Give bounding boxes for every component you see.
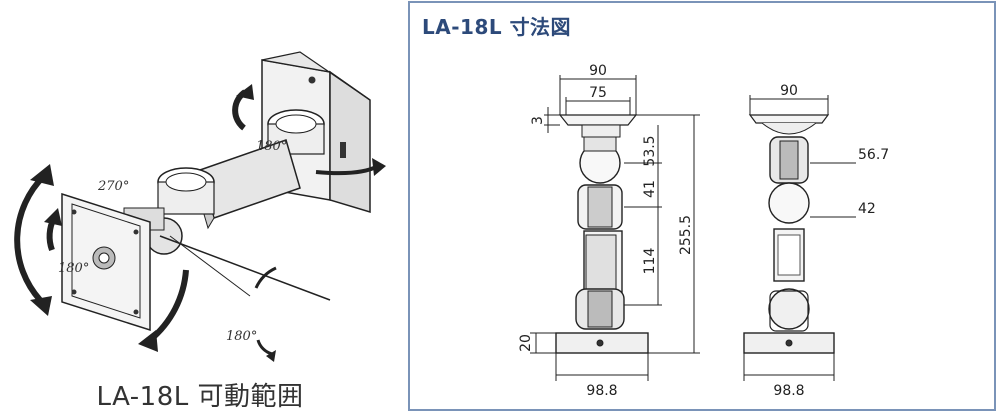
dim-side-base-width: 98.8 xyxy=(773,383,804,399)
angle-label-270: 270° xyxy=(97,179,129,194)
dim-front-width-top: 90 xyxy=(589,63,607,79)
dim-front-width-plate: 75 xyxy=(589,85,607,101)
angle-label-180-bottom: 180° xyxy=(226,329,257,344)
dimension-panel: LA-18L 寸法図 xyxy=(408,1,996,411)
dim-front-base-width: 98.8 xyxy=(586,383,617,399)
dim-front-seg3: 114 xyxy=(642,248,658,275)
dimension-drawing: 90 75 3 53.5 41 114 255.5 20 98.8 90 56.… xyxy=(518,63,889,399)
dim-side-joint-upper: 56.7 xyxy=(858,147,889,163)
angle-label-180-left: 180° xyxy=(58,261,89,276)
dim-front-plate-thickness: 3 xyxy=(530,116,546,125)
dim-front-base-height: 20 xyxy=(518,334,534,352)
angle-label-180-top: 180° xyxy=(256,139,287,154)
dim-front-total-height: 255.5 xyxy=(678,215,694,255)
panel-title: LA-18L 寸法図 xyxy=(422,15,572,39)
arm-illustration: 270° 180° 180° 180° xyxy=(14,51,386,362)
dim-side-width-top: 90 xyxy=(780,83,798,99)
dim-side-joint-mid: 42 xyxy=(858,201,876,217)
range-of-motion-figure: 270° 180° 180° 180° LA-18L 可動範囲 xyxy=(0,0,400,415)
range-caption: LA-18L 可動範囲 xyxy=(96,382,304,412)
dim-front-seg1: 53.5 xyxy=(642,135,658,166)
dim-front-seg2: 41 xyxy=(642,180,658,198)
